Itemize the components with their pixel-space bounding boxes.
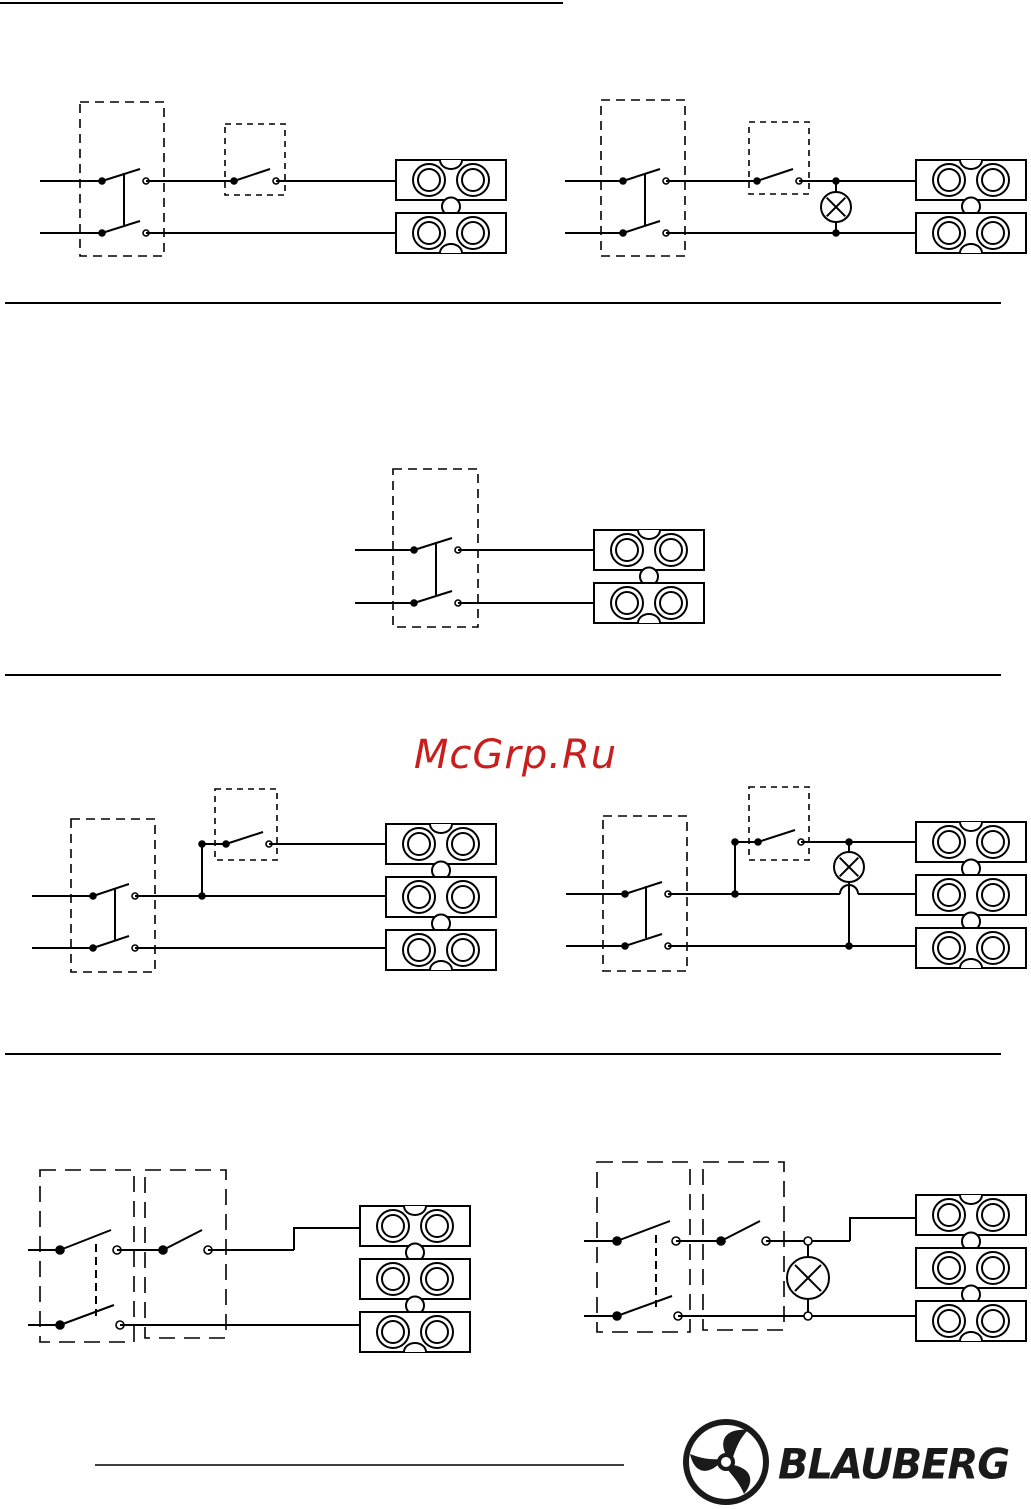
switch-blade xyxy=(757,169,793,181)
wire xyxy=(294,1228,362,1250)
switch-housing xyxy=(215,789,277,860)
junction xyxy=(846,943,852,949)
terminal-notch xyxy=(960,160,982,169)
terminal-screw-inner xyxy=(660,539,682,561)
terminal-screw-inner xyxy=(426,1215,448,1237)
switch-housing xyxy=(749,787,809,860)
switch-blade xyxy=(617,1296,672,1316)
junction xyxy=(199,893,205,899)
terminal-screw-inner xyxy=(660,592,682,614)
switch-blade xyxy=(721,1221,760,1241)
terminal-screw-inner xyxy=(382,1215,404,1237)
diagram-2 xyxy=(565,100,1026,256)
terminal-screw-inner xyxy=(938,937,960,959)
junction xyxy=(804,1312,812,1320)
terminal-screw-inner xyxy=(408,939,430,961)
terminal-screw-inner xyxy=(938,222,960,244)
terminal-notch xyxy=(960,822,982,831)
terminal-notch xyxy=(430,824,452,833)
terminal-screw-inner xyxy=(982,1257,1004,1279)
terminal-screw-inner xyxy=(616,592,638,614)
terminal-screw-inner xyxy=(452,886,474,908)
terminal-screw-inner xyxy=(938,1204,960,1226)
switch-housing xyxy=(145,1170,226,1338)
switch-blade xyxy=(625,934,662,946)
terminal-notch xyxy=(430,961,452,970)
terminal-screw-inner xyxy=(982,1310,1004,1332)
switch-blade xyxy=(623,221,660,233)
switch-blade xyxy=(234,169,270,181)
terminal-screw-inner xyxy=(426,1268,448,1290)
switch-blade xyxy=(93,936,129,948)
switch-blade xyxy=(623,169,660,181)
terminal-screw-inner xyxy=(462,222,484,244)
terminal-notch xyxy=(404,1343,426,1352)
switch-blade xyxy=(93,884,129,896)
terminal-notch xyxy=(404,1206,426,1215)
terminal-screw-inner xyxy=(382,1268,404,1290)
junction xyxy=(846,839,852,845)
terminal-screw-inner xyxy=(938,169,960,191)
terminal-screw-inner xyxy=(982,831,1004,853)
terminal-notch xyxy=(440,160,462,169)
junction xyxy=(833,230,839,236)
terminal-notch xyxy=(960,244,982,253)
terminal-screw-inner xyxy=(418,169,440,191)
junction xyxy=(833,178,839,184)
diagram-6 xyxy=(28,1170,470,1352)
terminal-screw-inner xyxy=(408,833,430,855)
switch-blade xyxy=(414,591,452,603)
wire xyxy=(850,1218,918,1241)
brand-name: BLAUBERG xyxy=(778,1441,1009,1489)
junction xyxy=(804,1237,812,1245)
terminal-screw-inner xyxy=(938,1257,960,1279)
terminal-screw-inner xyxy=(616,539,638,561)
diagram-3 xyxy=(355,469,704,627)
terminal-screw-inner xyxy=(982,884,1004,906)
switch-housing xyxy=(703,1162,784,1330)
switch-blade xyxy=(102,169,140,181)
terminal-screw-inner xyxy=(938,1310,960,1332)
terminal-notch xyxy=(638,530,660,539)
terminal-screw-inner xyxy=(982,169,1004,191)
diagram-5 xyxy=(566,787,1026,971)
switch-blade xyxy=(60,1230,111,1250)
watermark: McGrp.Ru xyxy=(0,732,1031,778)
switch-housing xyxy=(40,1170,134,1342)
terminal-notch xyxy=(960,959,982,968)
diagram-1 xyxy=(40,102,506,256)
switch-blade xyxy=(163,1230,202,1250)
terminal-notch xyxy=(440,244,462,253)
terminal-screw-inner xyxy=(982,937,1004,959)
switch-blade xyxy=(625,882,662,894)
terminal-screw-inner xyxy=(382,1321,404,1343)
terminal-screw-inner xyxy=(982,1204,1004,1226)
switch-blade xyxy=(102,221,140,233)
terminal-notch xyxy=(960,1195,982,1204)
terminal-screw-inner xyxy=(938,831,960,853)
terminal-screw-inner xyxy=(982,222,1004,244)
terminal-screw-inner xyxy=(408,886,430,908)
switch-blade xyxy=(60,1305,114,1325)
diagram-4 xyxy=(32,789,496,972)
terminal-screw-inner xyxy=(462,169,484,191)
terminal-screw-inner xyxy=(418,222,440,244)
terminal-screw-inner xyxy=(426,1321,448,1343)
switch-blade xyxy=(226,832,263,844)
terminal-screw-inner xyxy=(452,833,474,855)
diagram-7 xyxy=(584,1162,1026,1341)
terminal-screw-inner xyxy=(938,884,960,906)
terminal-notch xyxy=(638,614,660,623)
terminal-screw-inner xyxy=(452,939,474,961)
terminal-notch xyxy=(960,1332,982,1341)
switch-blade xyxy=(414,538,452,550)
fan-logo-icon xyxy=(678,1418,778,1506)
switch-blade xyxy=(617,1221,670,1241)
junction xyxy=(732,891,738,897)
switch-blade xyxy=(758,830,795,842)
